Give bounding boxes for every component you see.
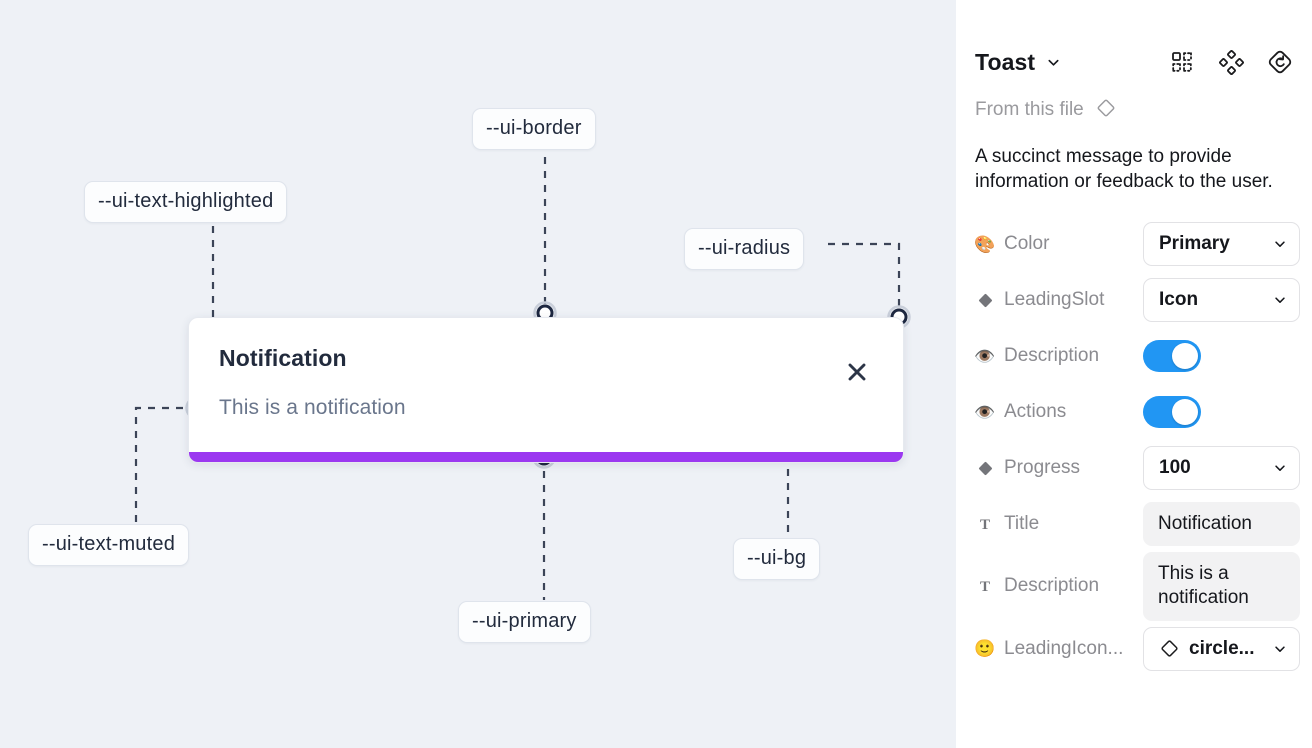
annotation-ui-radius[interactable]: --ui-radius <box>684 228 805 270</box>
property-name-description: Description <box>1004 345 1100 367</box>
panel-header-actions <box>1169 49 1293 75</box>
toast-description: This is a notification <box>219 396 406 419</box>
from-this-file-label: From this file <box>975 99 1084 120</box>
property-name-description-text: Description <box>1004 575 1100 597</box>
property-row-leadingicon: 🙂 LeadingIcon... circle... <box>974 621 1300 677</box>
component-grid-icon[interactable] <box>1169 49 1195 75</box>
panel-title: Toast <box>975 48 1036 75</box>
smiley-emoji-icon: 🙂 <box>974 639 996 659</box>
property-name-actions: Actions <box>1004 401 1067 423</box>
property-label-description-text: T Description <box>975 575 1143 597</box>
diamond-cluster-icon[interactable] <box>1218 49 1244 75</box>
annotation-ui-primary[interactable]: --ui-primary <box>458 601 591 643</box>
chevron-down-icon <box>1273 293 1287 307</box>
property-row-color: 🎨 Color Primary <box>974 216 1300 272</box>
eye-emoji-icon: 👁️ <box>974 346 996 366</box>
annotation-ui-text-muted[interactable]: --ui-text-muted <box>28 524 190 566</box>
leadingslot-select[interactable]: Icon <box>1143 278 1300 323</box>
chevron-down-icon <box>1273 237 1287 251</box>
diamond-icon <box>1159 638 1180 659</box>
text-type-icon: T <box>975 576 995 596</box>
property-label-description: 👁️ Description <box>974 345 1143 367</box>
text-type-icon: T <box>975 514 995 534</box>
leadingicon-select-value: circle... <box>1189 637 1255 659</box>
property-label-leadingslot: LeadingSlot <box>975 289 1143 311</box>
panel-header: Toast <box>975 34 1293 90</box>
annotation-ui-border[interactable]: --ui-border <box>472 108 596 150</box>
description-input[interactable]: This is a notification <box>1143 552 1300 621</box>
toast-preview-card[interactable]: Notification This is a notification <box>188 317 904 463</box>
color-select[interactable]: Primary <box>1143 222 1300 267</box>
reset-instance-icon[interactable] <box>1267 49 1293 75</box>
progress-select[interactable]: 100 <box>1143 446 1300 491</box>
property-row-description: 👁️ Description <box>974 328 1293 384</box>
svg-text:T: T <box>980 517 990 532</box>
palette-emoji-icon: 🎨 <box>974 234 996 254</box>
toast-title: Notification <box>219 345 347 371</box>
eye-emoji-icon: 👁️ <box>974 402 996 422</box>
property-name-title: Title <box>1004 513 1040 535</box>
property-name-progress: Progress <box>1004 457 1081 479</box>
property-row-progress: Progress 100 <box>975 440 1300 496</box>
description-toggle[interactable] <box>1143 340 1201 373</box>
property-label-actions: 👁️ Actions <box>974 401 1143 423</box>
property-row-title: T Title Notification <box>975 496 1300 552</box>
chevron-down-icon <box>1273 642 1287 656</box>
annotation-ui-bg[interactable]: --ui-bg <box>733 538 821 580</box>
diamond-filled-icon <box>975 290 995 310</box>
property-name-leadingslot: LeadingSlot <box>1004 289 1105 311</box>
design-canvas[interactable]: .dash { stroke:#3b4457; stroke-width:2.2… <box>0 0 956 748</box>
property-label-title: T Title <box>975 513 1143 535</box>
property-label-progress: Progress <box>975 457 1143 479</box>
property-name-leadingicon: LeadingIcon... <box>1004 637 1124 659</box>
color-select-value: Primary <box>1159 233 1230 255</box>
property-row-actions: 👁️ Actions <box>974 384 1293 440</box>
property-row-description-text: T Description This is a notification <box>975 552 1300 621</box>
toggle-knob <box>1172 343 1198 370</box>
properties-list: 🎨 Color Primary <box>974 216 1300 677</box>
property-name-color: Color <box>1004 233 1050 255</box>
component-description: A succinct message to provide informatio… <box>975 146 1273 193</box>
property-row-leadingslot: LeadingSlot Icon <box>975 272 1300 328</box>
actions-toggle[interactable] <box>1143 396 1201 429</box>
leadingslot-select-value: Icon <box>1159 289 1199 311</box>
property-label-leadingicon: 🙂 LeadingIcon... <box>974 637 1143 660</box>
diamond-filled-icon <box>975 458 995 478</box>
property-label-color: 🎨 Color <box>974 233 1143 255</box>
close-icon[interactable] <box>845 360 869 384</box>
progress-select-value: 100 <box>1159 457 1191 479</box>
leadingicon-select[interactable]: circle... <box>1143 626 1300 671</box>
diamond-icon <box>1095 97 1117 124</box>
toggle-knob <box>1172 399 1198 426</box>
svg-text:T: T <box>980 579 990 594</box>
from-this-file-row[interactable]: From this file <box>975 96 1293 124</box>
chevron-down-icon <box>1273 461 1287 475</box>
title-input[interactable]: Notification <box>1143 502 1300 547</box>
chevron-down-icon[interactable] <box>1046 55 1061 70</box>
properties-panel: Toast <box>956 0 1312 748</box>
toast-progress-bar <box>189 452 903 462</box>
annotation-ui-text-highlighted[interactable]: --ui-text-highlighted <box>84 181 288 223</box>
